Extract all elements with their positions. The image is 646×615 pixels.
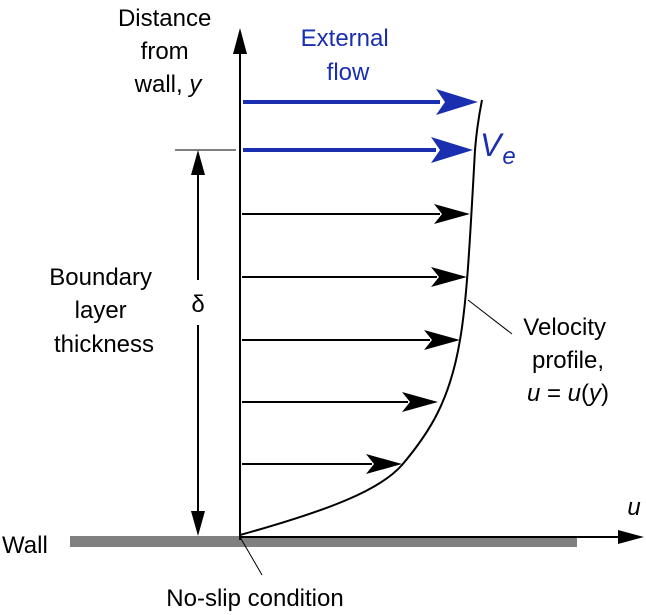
delta-symbol: δ <box>191 291 204 318</box>
external-flow-arrow-top <box>243 89 478 115</box>
delta-arrow-top <box>191 150 205 175</box>
profile-arrow-1 <box>242 204 470 224</box>
external-flow-arrow-edge <box>243 137 473 163</box>
wall-plate <box>70 536 577 547</box>
profile-arrow-2 <box>242 267 467 287</box>
x-axis-arrowhead <box>618 530 644 544</box>
profile-arrow-3 <box>242 330 460 350</box>
x-axis <box>240 530 644 544</box>
no-slip-label: No-slip condition <box>166 585 343 612</box>
profile-arrows <box>242 204 470 474</box>
velocity-profile-label: Velocity profile, <box>523 314 612 374</box>
y-axis-arrowhead <box>233 28 247 54</box>
delta-arrow <box>191 150 205 536</box>
y-axis <box>233 28 247 540</box>
velocity-profile-curve <box>239 99 483 536</box>
delta-arrow-bottom <box>191 511 205 536</box>
no-slip-leader <box>239 536 263 576</box>
velocity-profile-equation: u = u(y) <box>527 380 609 407</box>
y-axis-label: Distance from wall, y <box>118 5 218 98</box>
profile-arrow-4 <box>242 392 438 412</box>
external-velocity-label: Ve <box>480 127 516 170</box>
boundary-layer-label: Boundary layer thickness <box>49 264 158 358</box>
profile-arrow-5 <box>242 454 402 474</box>
wall-label: Wall <box>2 532 48 559</box>
velocity-profile-leader <box>467 299 513 335</box>
x-axis-label: u <box>627 494 640 521</box>
external-flow-label: External flow <box>301 25 396 86</box>
